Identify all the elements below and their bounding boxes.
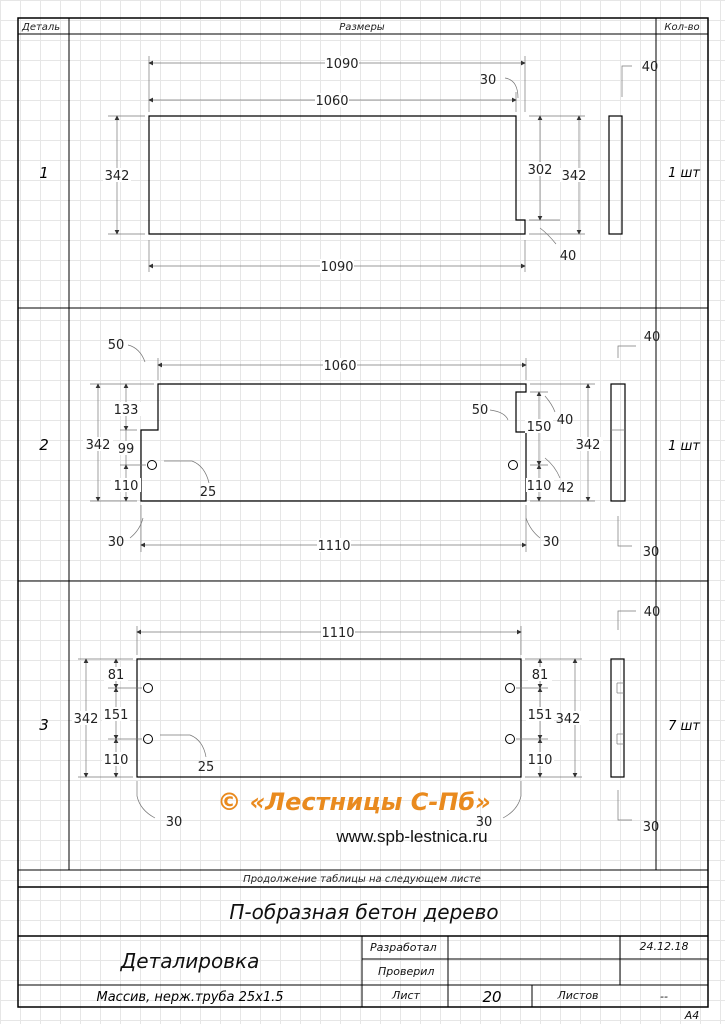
- p3-dim-right-81: 81: [532, 668, 549, 683]
- product-title: П-образная бетон дерево: [229, 900, 498, 924]
- p3-dim-thickness: 40: [644, 605, 661, 620]
- p2-dim-top-length: 1060: [323, 359, 356, 374]
- p2-dim-thickness: 40: [644, 330, 661, 345]
- part1-drawing: 1090 1060 30 40 342 302 342 40 1090: [103, 56, 658, 275]
- part2-hole-left: [147, 460, 157, 470]
- part3-hole-top-left: [143, 683, 153, 693]
- p2-dim-bottom-right-30: 30: [543, 535, 560, 550]
- p1-dim-height-left: 342: [105, 169, 130, 184]
- p2-dim-right-notch: 50: [472, 403, 489, 418]
- part2-outline: [140, 383, 527, 502]
- p3-dim-right-110: 110: [528, 753, 553, 768]
- row2-qty: 1 шт: [668, 439, 700, 454]
- developed-label: Разработал: [370, 941, 437, 954]
- part1-outline: [148, 115, 526, 235]
- p1-dim-height-notch: 302: [528, 163, 553, 178]
- p1-dim-bottom-overall: 1090: [320, 260, 353, 275]
- p1-dim-height-right: 342: [562, 169, 587, 184]
- sheets-label: Листов: [556, 989, 598, 1002]
- p3-dim-hole: 25: [198, 760, 215, 775]
- p1-dim-notch-bottom: 40: [560, 249, 577, 264]
- p2-dim-side-30: 30: [643, 545, 660, 560]
- p1-dim-notch-width: 30: [480, 73, 497, 88]
- header-dimensions: Размеры: [339, 22, 385, 33]
- document-name: Деталировка: [120, 949, 260, 973]
- row3-part: 3: [39, 716, 49, 734]
- p3-dim-right-151: 151: [528, 708, 553, 723]
- p3-dim-height-left: 342: [74, 712, 99, 727]
- date-value: 24.12.18: [640, 940, 689, 953]
- part3-side-view: [610, 658, 625, 778]
- p2-dim-133: 133: [114, 403, 139, 418]
- part3-hole-top-right: [505, 683, 515, 693]
- checked-label: Проверил: [378, 965, 434, 978]
- row2-part: 2: [39, 436, 49, 454]
- p1-dim-top-overall: 1090: [325, 57, 358, 72]
- part2-side-view: [610, 383, 626, 502]
- material-spec: Массив, нерж.труба 25х1.5: [97, 990, 284, 1005]
- p2-dim-height-left: 342: [86, 438, 111, 453]
- p3-dim-bottom-right-30: 30: [476, 815, 493, 830]
- part3-hole-bottom-left: [143, 734, 153, 744]
- p1-dim-top-inner: 1060: [315, 94, 348, 109]
- row1-qty: 1 шт: [668, 166, 700, 181]
- table-frame: [17, 17, 709, 1008]
- p2-dim-42: 42: [558, 481, 575, 496]
- continuation-note: Продолжение таблицы на следующем листе: [243, 873, 481, 885]
- p3-dim-left-151: 151: [104, 708, 129, 723]
- p2-dim-150: 150: [527, 420, 552, 435]
- p3-dim-height-right: 342: [556, 712, 581, 727]
- part3-drawing: 1110 40 81 151 110 342 25 81 151 110 342…: [72, 605, 660, 835]
- p2-dim-hole-left: 25: [200, 485, 217, 500]
- p1-dim-thickness: 40: [642, 60, 659, 75]
- p3-dim-bottom-left-30: 30: [166, 815, 183, 830]
- part1-side-view: [608, 115, 623, 235]
- part2-drawing: 50 1060 40 133 99 110 342 25 50 150 40 3…: [83, 330, 660, 560]
- header-part: Деталь: [21, 22, 60, 33]
- header-quantity: Кол-во: [664, 22, 699, 33]
- sheet-number: 20: [482, 988, 501, 1006]
- p2-dim-right-110: 110: [527, 479, 552, 494]
- sheets-count: --: [660, 990, 668, 1003]
- part2-hole-right: [508, 460, 518, 470]
- paper-format: А4: [684, 1009, 700, 1022]
- p3-dim-left-81: 81: [108, 668, 125, 683]
- watermark-url: www.spb-lestnica.ru: [335, 827, 487, 846]
- p2-dim-110: 110: [114, 479, 139, 494]
- p3-dim-left-110: 110: [104, 753, 129, 768]
- row3-qty: 7 шт: [668, 719, 700, 734]
- p2-dim-bottom-left-30: 30: [108, 535, 125, 550]
- sheet-label: Лист: [391, 989, 420, 1002]
- p2-dim-height-right: 342: [576, 438, 601, 453]
- p3-dim-top-length: 1110: [321, 626, 354, 641]
- p2-dim-bottom-length: 1110: [317, 539, 350, 554]
- row1-part: 1: [39, 164, 49, 182]
- p2-dim-right-40: 40: [557, 413, 574, 428]
- watermark-brand: © «Лестницы С-Пб»: [217, 788, 491, 816]
- part3-outline: [136, 658, 522, 778]
- p2-dim-99: 99: [118, 442, 135, 457]
- p3-dim-side-30: 30: [643, 820, 660, 835]
- part3-hole-bottom-right: [505, 734, 515, 744]
- p2-dim-left-notch: 50: [108, 338, 125, 353]
